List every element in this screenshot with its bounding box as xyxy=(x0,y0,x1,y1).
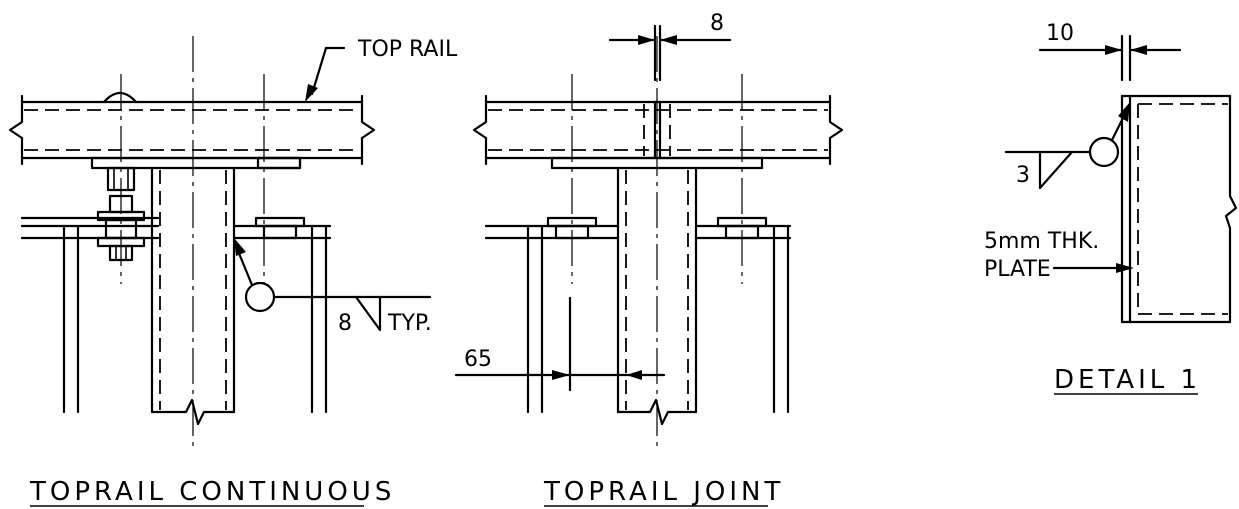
break-symbol-right xyxy=(360,94,376,166)
gap-dimension-label: 8 xyxy=(710,11,724,36)
offset-dimension-label: 65 xyxy=(464,347,492,372)
bolt-head-top xyxy=(102,91,138,104)
view-detail-1: 10 3 5mm THK. PLATE DETAIL 1 xyxy=(981,18,1238,398)
view-toprail-joint: 8 65 TOPRAIL JOINT xyxy=(454,8,844,509)
offset-dimension xyxy=(454,296,666,392)
top-rail-leader xyxy=(305,46,346,102)
fillet-weld-symbol-detail xyxy=(1038,150,1074,190)
top-rail-continuous xyxy=(8,91,376,166)
weld-callout-detail xyxy=(1004,102,1130,190)
main-post-joint xyxy=(616,166,698,426)
top-rail-joint xyxy=(472,94,844,166)
plate-note-line1: 5mm THK. xyxy=(984,229,1099,254)
detail-dimension-10 xyxy=(1038,34,1182,82)
plate-note-line2: PLATE xyxy=(984,257,1051,282)
weld-size-label: 8 xyxy=(338,311,352,336)
main-post-continuous xyxy=(150,166,236,426)
view-title-continuous: TOPRAIL CONTINUOUS xyxy=(29,477,395,507)
cap-plate xyxy=(90,156,302,170)
detail-section xyxy=(1120,94,1238,324)
weld-callout-continuous xyxy=(234,238,432,332)
view-title-joint: TOPRAIL JOINT xyxy=(543,477,784,507)
detail-dim-label: 10 xyxy=(1046,21,1074,46)
top-rail-label: TOP RAIL xyxy=(357,37,458,62)
view-title-detail: DETAIL 1 xyxy=(1054,365,1201,395)
break-symbol-bottom xyxy=(150,398,236,426)
detail-weld-size-label: 3 xyxy=(1016,163,1030,188)
break-symbol-left xyxy=(8,94,24,166)
gap-dimension xyxy=(608,24,732,82)
fillet-weld-symbol xyxy=(354,295,382,332)
view-toprail-continuous: TOP RAIL 8 TYP. TOPRAIL CONTINUOUS xyxy=(8,34,461,509)
weld-typ-label: TYP. xyxy=(387,311,432,336)
